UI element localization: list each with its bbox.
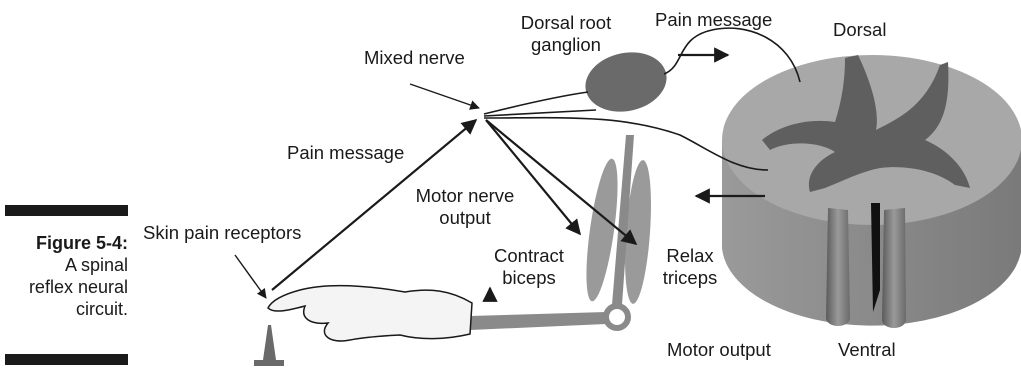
label-dorsal-root-ganglion: Dorsal root ganglion	[506, 12, 626, 56]
forearm	[470, 312, 606, 330]
pin-stimulus	[254, 325, 284, 366]
label-contract-biceps: Contract biceps	[489, 245, 569, 289]
label-dorsal: Dorsal	[833, 19, 886, 41]
ventral-root-right	[882, 208, 906, 328]
ventral-root-left	[826, 208, 850, 326]
label-relax-triceps: Relax triceps	[650, 245, 730, 289]
label-pain-message-top: Pain message	[655, 9, 772, 31]
label-contract-line-1: Contract	[489, 245, 569, 267]
label-motor-output: Motor output	[667, 339, 771, 361]
label-skin-pain-receptors: Skin pain receptors	[143, 222, 301, 244]
label-ventral: Ventral	[838, 339, 896, 361]
label-dorsal-root-line-1: Dorsal root	[506, 12, 626, 34]
hand	[268, 286, 472, 341]
label-contract-line-2: biceps	[489, 267, 569, 289]
label-mixed-nerve: Mixed nerve	[364, 47, 465, 69]
label-relax-line-2: triceps	[650, 267, 730, 289]
mixed-nerve-leader	[410, 84, 479, 108]
label-dorsal-root-line-2: ganglion	[506, 34, 626, 56]
label-pain-message-left: Pain message	[287, 142, 404, 164]
label-motor-nerve-line-1: Motor nerve	[405, 185, 525, 207]
label-motor-nerve-line-2: output	[405, 207, 525, 229]
label-relax-line-1: Relax	[650, 245, 730, 267]
pin-spike	[263, 325, 276, 360]
label-motor-nerve-output: Motor nerve output	[405, 185, 525, 229]
upper-arm	[470, 135, 655, 330]
mixed-nerve-line	[484, 110, 596, 116]
skin-receptors-leader	[235, 255, 266, 298]
dorsal-root-ganglion	[580, 45, 672, 119]
spinal-cord	[722, 55, 1021, 328]
pin-base	[254, 360, 284, 366]
elbow-joint	[606, 306, 628, 328]
